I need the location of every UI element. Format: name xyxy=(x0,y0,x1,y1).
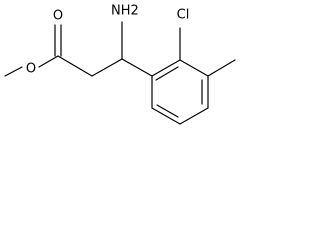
ring-bond-4 xyxy=(179,107,209,125)
ring-bond-2 xyxy=(179,59,209,77)
ring-bond-1 xyxy=(151,59,181,77)
atom-label-amino: NH2 xyxy=(111,4,139,19)
ring-bond-5 xyxy=(151,107,181,125)
bond-ring-methyl xyxy=(207,59,236,77)
bond-ch2-ch xyxy=(91,58,123,77)
bond-methyl-o xyxy=(4,66,23,77)
ring-inner-bond-3 xyxy=(156,104,179,118)
atom-label-carbonyl-oxygen: O xyxy=(53,9,63,24)
atom-label-ester-oxygen: O xyxy=(26,62,36,77)
bond-o-carbonyl-c xyxy=(38,55,59,68)
bond-ch-ring xyxy=(121,58,153,77)
atom-label-chlorine: Cl xyxy=(177,8,190,23)
bond-carbonyl-ch2 xyxy=(57,55,93,77)
ring-inner-bond-1 xyxy=(155,66,179,81)
chemical-structure-diagram: O O NH2 Cl xyxy=(4,4,236,125)
